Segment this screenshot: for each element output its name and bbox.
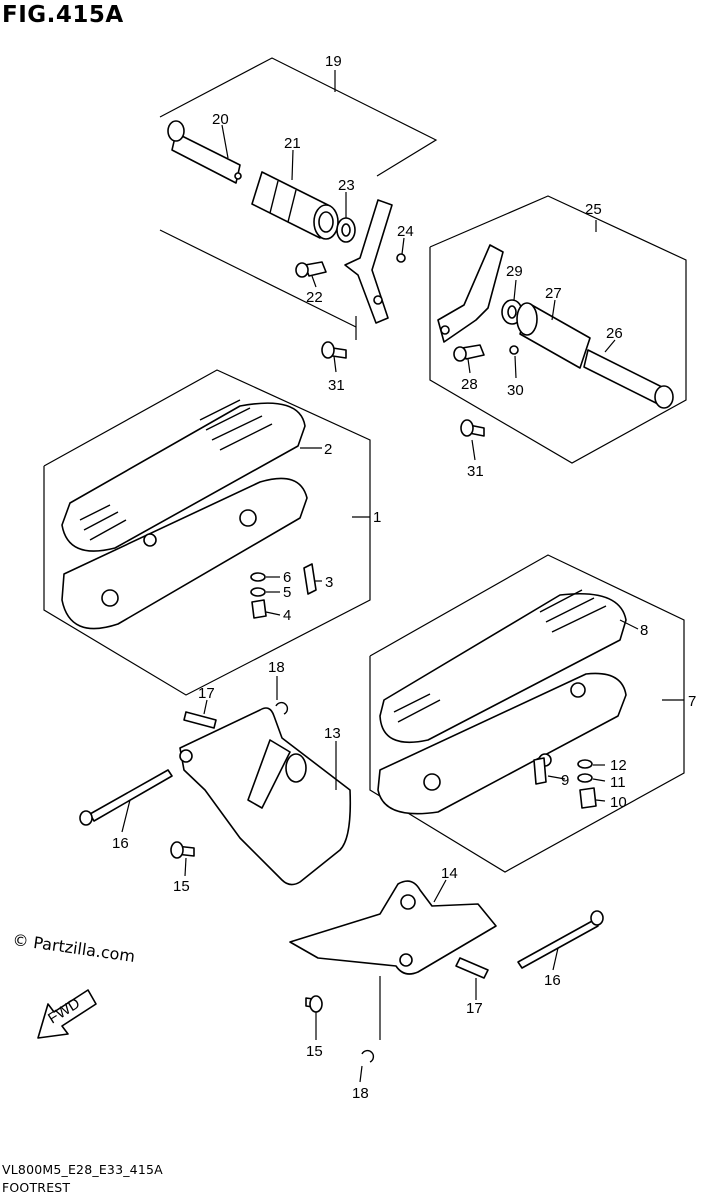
callout-27: 27 [545, 285, 562, 302]
callout-8: 8 [640, 622, 648, 639]
callout-7: 7 [688, 693, 696, 710]
bolt-31-left [321, 341, 347, 359]
callout-21: 21 [284, 135, 301, 152]
callout-23: 23 [338, 177, 355, 194]
footboard-mat-2 [61, 399, 306, 552]
bolt-4 [251, 599, 267, 619]
callout-15-left: 15 [173, 878, 190, 895]
footboard-plate-1 [61, 477, 308, 630]
diagram-name: FOOTREST [2, 1180, 71, 1195]
holder-13 [179, 707, 352, 886]
callout-15-right: 15 [306, 1043, 323, 1060]
long-bolt-16-right [517, 910, 604, 969]
callout-22: 22 [306, 289, 323, 306]
callout-3: 3 [325, 574, 333, 591]
bolt-3 [303, 563, 317, 595]
callout-6: 6 [283, 569, 291, 586]
footrest-peg-pin-26 [583, 349, 674, 409]
callout-5: 5 [283, 584, 291, 601]
assembly-frame-19 [159, 57, 438, 340]
washer-6 [250, 572, 266, 582]
bolt-9 [533, 757, 547, 785]
spring-17-left [183, 711, 217, 729]
bolt-10 [579, 787, 597, 809]
leader-lines [121, 124, 639, 1083]
callout-14: 14 [441, 865, 458, 882]
figure-title: FIG.415A [2, 2, 124, 28]
washer-5 [250, 587, 266, 597]
washer-12 [577, 759, 593, 769]
e-ring-18-left [275, 701, 289, 715]
callout-4: 4 [283, 607, 291, 624]
callout-9: 9 [561, 772, 569, 789]
spring-17-right [455, 957, 489, 979]
callout-1: 1 [373, 509, 381, 526]
pin-28 [453, 344, 485, 362]
footrest-rubber-27 [516, 302, 591, 369]
bolt-31-right [460, 419, 485, 437]
callout-labels: 19 20 21 23 24 22 31 25 29 27 26 28 30 3… [112, 53, 696, 1102]
callout-18-right: 18 [352, 1085, 369, 1102]
callout-26: 26 [606, 325, 623, 342]
assembly-frame-1 [43, 369, 371, 696]
callout-25: 25 [585, 201, 602, 218]
holder-14 [289, 880, 497, 975]
callout-10: 10 [610, 794, 627, 811]
clip-24 [396, 253, 406, 263]
washer-23 [336, 217, 356, 243]
forward-arrow: FWD [37, 989, 97, 1039]
callout-16-left: 16 [112, 835, 129, 852]
callout-20: 20 [212, 111, 229, 128]
bolt-15-right [305, 995, 323, 1013]
callout-29: 29 [506, 263, 523, 280]
bracket-19 [344, 199, 393, 324]
callout-17-right: 17 [466, 1000, 483, 1017]
callout-2: 2 [324, 441, 332, 458]
callout-28: 28 [461, 376, 478, 393]
callout-18-left: 18 [268, 659, 285, 676]
footrest-rubber-21 [251, 171, 339, 240]
callout-30: 30 [507, 382, 524, 399]
pin-22 [295, 261, 327, 278]
assembly-frame-25 [429, 195, 687, 464]
callout-16-right: 16 [544, 972, 561, 989]
clip-30 [509, 345, 519, 355]
callout-31-left: 31 [328, 377, 345, 394]
footrest-peg-pin-20 [167, 120, 242, 184]
e-ring-18-right [361, 1049, 375, 1063]
footboard-mat-8 [379, 589, 627, 744]
bracket-25 [437, 244, 504, 343]
callout-12: 12 [610, 757, 627, 774]
assembly-frame-7 [369, 554, 685, 873]
callout-17-left: 17 [198, 685, 215, 702]
callout-31-right: 31 [467, 463, 484, 480]
callout-11: 11 [610, 774, 626, 791]
long-bolt-16-left [79, 769, 173, 826]
callout-24: 24 [397, 223, 414, 240]
callout-19: 19 [325, 53, 342, 70]
bolt-15-left [170, 841, 195, 859]
diagram-code: VL800M5_E28_E33_415A [2, 1162, 163, 1177]
callout-13: 13 [324, 725, 341, 742]
washer-11 [577, 773, 593, 783]
